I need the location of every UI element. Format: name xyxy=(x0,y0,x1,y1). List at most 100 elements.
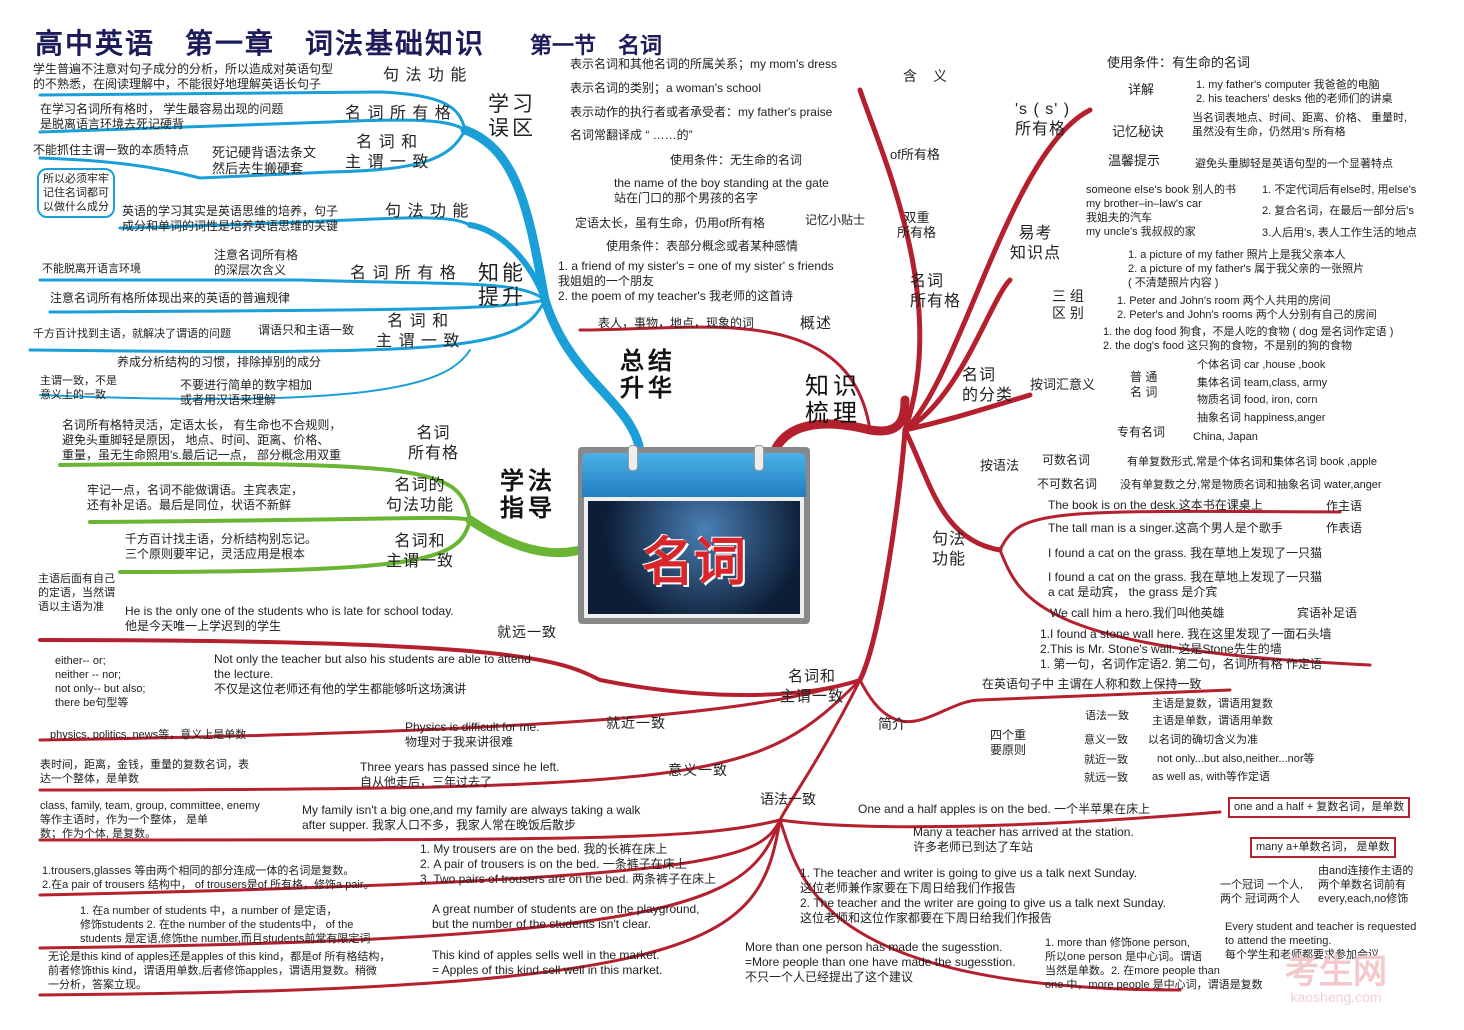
s-tip-text: 避免头重脚轻是英语句型的一个显著特点 xyxy=(1195,158,1393,170)
agree-rule-box-1: one and a half + 复数名词，是单数 xyxy=(1228,797,1411,818)
meaning-item: 表示动作的执行者或者承受者：my father's praise xyxy=(570,105,833,119)
calendar-header xyxy=(582,445,806,497)
near-label: 就近一致 xyxy=(606,715,666,731)
grammar1-example: 1. My trousers are on the bed. 我的长裤在床上 2… xyxy=(420,842,717,886)
s-memo-label: 记忆秘诀 xyxy=(1112,124,1165,139)
func-example: The book is on the desk.这本书在课桌上 xyxy=(1048,498,1263,512)
common-noun-label: 普 通 名 词 xyxy=(1130,370,1158,399)
pitfall-agree-text1: 不能抓住主谓一致的本质特点 xyxy=(33,143,190,157)
agree-note-4: 由and连接作主语的 两个单数名词前有 every,each,no修饰 xyxy=(1318,865,1414,905)
pitfall-poss-text: 在学习名词所有格时， 学生最容易出现的问题 是脱离语言环境去死记硬背 xyxy=(40,102,284,131)
ability-poss-text3: 注意名词所有格所体现出来的英语的普遍规律 xyxy=(50,291,291,305)
far-example: He is the only one of the students who i… xyxy=(125,604,454,633)
agree-example-1: One and a half apples is on the bed. 一个半… xyxy=(858,802,1151,816)
noun-poss-label: 名词 所有格 xyxy=(910,273,962,310)
s-detail-text: 1. my father's computer 我爸爸的电脑 2. his te… xyxy=(1196,79,1393,105)
of-poss-tip-label: 记忆小贴士 xyxy=(805,213,866,227)
common-noun-item: 抽象名词 happiness,anger xyxy=(1197,412,1326,424)
func-example: We call him a hero.我们叫他英雄 xyxy=(1050,606,1225,620)
principle-name: 语法一致 xyxy=(1085,710,1129,722)
principle-desc: not only...but also,neither...nor等 xyxy=(1157,753,1315,765)
of-poss-example: the name of the boy standing at the gate… xyxy=(614,176,829,205)
ability-agree-text5: 不要进行简单的数字相加 或者用汉语来理解 xyxy=(180,378,313,407)
agree-example-5: More than one person has made the sugess… xyxy=(745,940,1016,984)
principle-desc: 以名词的确切含义为准 xyxy=(1148,734,1258,746)
three-diff-3: 1. the dog food 狗食，不是人吃的食物 ( dog 是名词作定语 … xyxy=(1103,326,1394,352)
grammar1-note: 1.trousers,glasses 等由两个相同的部分连成一体的名词是复数。 … xyxy=(42,865,375,891)
grammar-agree-label: 语法一致 xyxy=(760,791,816,807)
principles-label: 四个重 要原则 xyxy=(990,728,1027,757)
agree-note-3: 一个冠词 一个人, 两个 冠词两个人 xyxy=(1220,879,1304,905)
meaning-item: 表示名词和其他名词的所属关系；my mom's dress xyxy=(570,57,837,71)
principle-desc: 主语是单数，谓语用单数 xyxy=(1152,715,1273,727)
s-poss-label: 's ( s' ) 所有格 xyxy=(1015,101,1071,138)
s-poss-condition: 使用条件：有生命的名词 xyxy=(1107,55,1251,70)
principle-name: 就远一致 xyxy=(1084,772,1128,784)
watermark-name: 考生网 xyxy=(1285,953,1387,991)
ability-poss-text1: 不能脱离开语言环境 xyxy=(42,263,141,275)
countable-text: 有单复数形式,常是个体名词和集体名词 book ,apple xyxy=(1127,456,1377,468)
far-note: 主语后面有自己 的定语，当然谓 语以主语为准 xyxy=(38,573,115,613)
ability-agree-label: 名 词 和 主 谓 一 致 xyxy=(376,313,461,350)
method-poss-text: 名词所有格特灵活，定语太长， 有生命也不合规则， 避免头重脚轻是原因， 地点、时… xyxy=(62,418,342,462)
calendar-ring-icon xyxy=(754,445,764,471)
ability-syntax-text: 英语的学习其实是英语思维的培养，句子 成分和单词的词性是培养英语思维的关键 xyxy=(122,204,339,233)
hub-summary: 总结 升华 xyxy=(620,348,676,402)
common-noun-item: 物质名词 food, iron, corn xyxy=(1197,394,1318,406)
near-note: either-- or; neither -- nor; not only-- … xyxy=(55,655,146,709)
hub-pitfalls: 学习 误区 xyxy=(488,93,536,140)
of-poss-label: of所有格 xyxy=(890,147,940,162)
agree-example-4: Every student and teacher is requested t… xyxy=(1225,921,1417,961)
principle-name: 意义一致 xyxy=(1084,734,1128,746)
double-poss-example: 1. a friend of my sister's = one of my s… xyxy=(558,259,834,303)
exam-rule: 2. 复合名词，在最后一部分后's xyxy=(1262,205,1414,217)
hub-method: 学法 指导 xyxy=(500,468,556,522)
principle-desc: 主语是复数，谓语用复数 xyxy=(1152,698,1273,710)
ability-note-box: 所以必须牢牢 记住名词都可 以做什么成分 xyxy=(37,168,115,218)
method-poss-label: 名词 所有格 xyxy=(408,425,460,462)
vocab-meaning-label: 按词汇意义 xyxy=(1030,377,1096,392)
s-tip-label: 温馨提示 xyxy=(1108,153,1161,168)
double-poss-condition: 使用条件：表部分概念或者某种感情 xyxy=(606,239,799,253)
agree-note-5: 1. more than 修饰one person, 所以one person … xyxy=(1045,937,1263,991)
agree-rule-box-2: many a+单数名词， 是单数 xyxy=(1250,837,1396,858)
func-example: I found a cat on the grass. 我在草地上发现了一只猫 … xyxy=(1048,570,1323,599)
func-role: 作主语 xyxy=(1326,499,1363,513)
principle-desc: as well as, with等作定语 xyxy=(1152,771,1270,783)
red-branches xyxy=(38,87,1372,997)
meaning-def-label: 含 义 xyxy=(903,68,948,84)
syntax-func-label: 句法 功能 xyxy=(932,531,967,568)
pitfall-syntax-label: 句 法 功 能 xyxy=(383,67,468,84)
pitfall-poss-label: 名 词 所 有 格 xyxy=(345,105,452,122)
agree-example-3: 1. The teacher and writer is going to gi… xyxy=(800,866,1166,925)
ability-agree-text3: 养成分析结构的习惯，排除掉别的成分 xyxy=(117,355,322,369)
grammar-class-label: 按语法 xyxy=(980,458,1020,473)
section-title: 第一节 名词 xyxy=(530,33,663,58)
overview-text: 表人，事物，地点，现象的词 xyxy=(598,316,755,330)
of-poss-condition: 使用条件：无生命的名词 xyxy=(670,153,803,167)
common-noun-item: 个体名词 car ,house ,book xyxy=(1197,359,1326,371)
meaning3-example: My family isn't a big one,and my family … xyxy=(302,803,641,832)
proper-noun-label: 专有名词 xyxy=(1117,425,1166,439)
page-title: 高中英语 第一章 词法基础知识 xyxy=(35,28,486,59)
intro-label: 简介 xyxy=(878,716,906,732)
far-label: 就远一致 xyxy=(497,624,557,640)
func-example: 1.I found a stone wall here. 我在这里发现了一面石头… xyxy=(1040,627,1332,671)
uncountable-text: 没有单复数之分,常是物质名词和抽象名词 water,anger xyxy=(1120,479,1382,491)
method-syntax-label: 名词的 句法功能 xyxy=(386,477,455,514)
func-role: 宾语补足语 xyxy=(1297,606,1358,620)
uncountable-label: 不可数名词 xyxy=(1037,477,1098,491)
center-calendar: 名词 xyxy=(578,445,810,624)
grammar2-note: 1. 在a number of students 中，a number of 是… xyxy=(80,905,371,945)
agreement-label: 名词和 主谓一致 xyxy=(780,668,845,705)
principle-name: 就近一致 xyxy=(1084,754,1128,766)
blue-branches xyxy=(28,90,645,455)
ability-poss-label: 名 词 所 有 格 xyxy=(350,265,457,282)
meaning2-note: 表时间，距离，金钱，重量的复数名词，表 达一个整体，是单数 xyxy=(40,759,249,785)
s-memo-text: 当名词表地点、时间、距离、价格、 重量时, 虽然没有生命，仍然用's 所有格 xyxy=(1192,112,1408,138)
func-example: I found a cat on the grass. 我在草地上发现了一只猫 xyxy=(1048,546,1323,560)
pitfall-syntax-text: 学生普遍不注意对句子成分的分析，所以造成对英语句型 的不熟悉，在阅读理解中，不能… xyxy=(33,62,334,91)
hub-knowledge: 知识 梳理 xyxy=(805,373,861,427)
